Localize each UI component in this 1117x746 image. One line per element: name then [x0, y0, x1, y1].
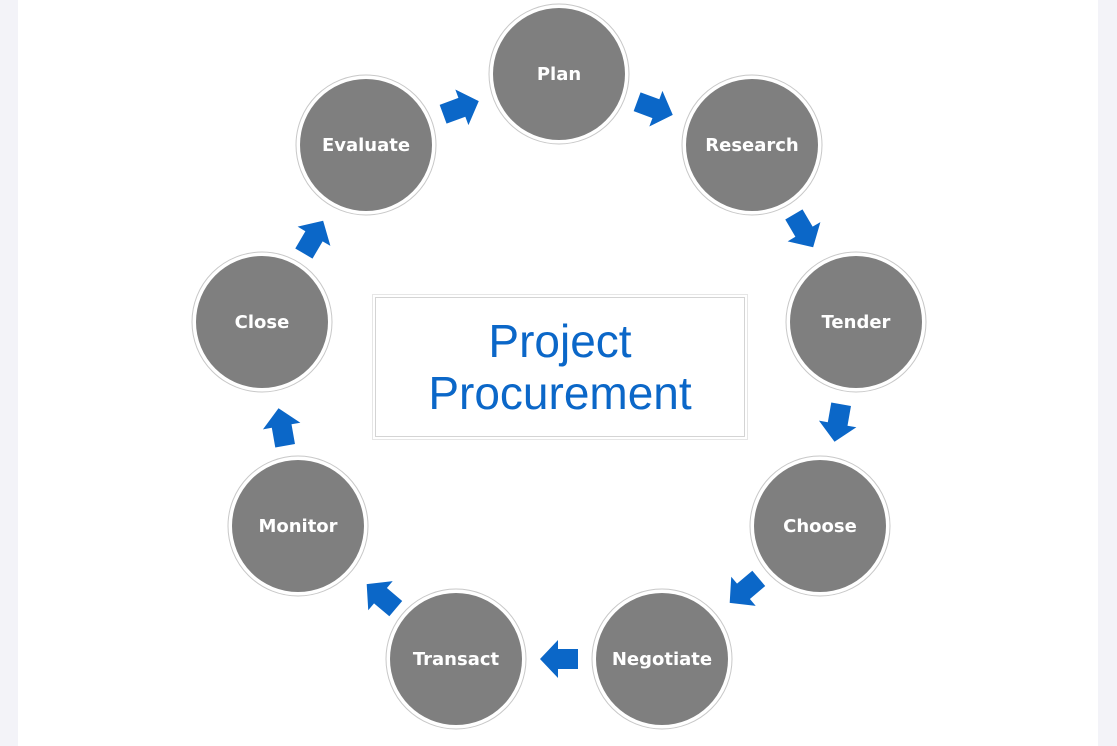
- step-node-research[interactable]: Research: [681, 74, 823, 216]
- node-circle: [196, 256, 328, 388]
- step-node-monitor[interactable]: Monitor: [227, 455, 369, 597]
- node-label: Monitor: [258, 516, 337, 537]
- node-circle: [390, 593, 522, 725]
- step-node-negotiate[interactable]: Negotiate: [591, 588, 733, 730]
- cycle-arrow-icon: [439, 89, 479, 126]
- title-line-2: Procurement: [428, 367, 692, 419]
- node-circle: [596, 593, 728, 725]
- step-node-plan[interactable]: Plan: [488, 3, 630, 145]
- node-circle: [790, 256, 922, 388]
- node-label: Negotiate: [612, 649, 712, 670]
- cycle-arrow-icon: [295, 220, 331, 259]
- cycle-arrow-icon: [366, 581, 403, 617]
- title-line-1: Project: [488, 315, 632, 367]
- node-circle: [493, 8, 625, 140]
- cycle-arrow-icon: [540, 640, 578, 678]
- cycle-arrow-icon: [818, 402, 857, 442]
- step-node-close[interactable]: Close: [191, 251, 333, 393]
- step-node-tender[interactable]: Tender: [785, 251, 927, 393]
- node-label: Evaluate: [322, 135, 410, 156]
- node-label: Close: [235, 312, 290, 333]
- step-node-evaluate[interactable]: Evaluate: [295, 74, 437, 216]
- node-circle: [300, 79, 432, 211]
- node-label: Research: [705, 135, 799, 156]
- node-circle: [754, 460, 886, 592]
- node-label: Choose: [783, 516, 857, 537]
- node-circle: [232, 460, 364, 592]
- center-title-box: Project Procurement: [372, 294, 748, 440]
- cycle-arrow-icon: [729, 570, 766, 606]
- node-label: Tender: [822, 312, 891, 333]
- cycle-arrow-icon: [262, 408, 301, 448]
- cycle-arrow-icon: [785, 209, 821, 248]
- step-node-choose[interactable]: Choose: [749, 455, 891, 597]
- step-node-transact[interactable]: Transact: [385, 588, 527, 730]
- node-label: Plan: [537, 64, 581, 85]
- cycle-arrow-icon: [633, 90, 673, 127]
- node-label: Transact: [413, 649, 500, 670]
- node-circle: [686, 79, 818, 211]
